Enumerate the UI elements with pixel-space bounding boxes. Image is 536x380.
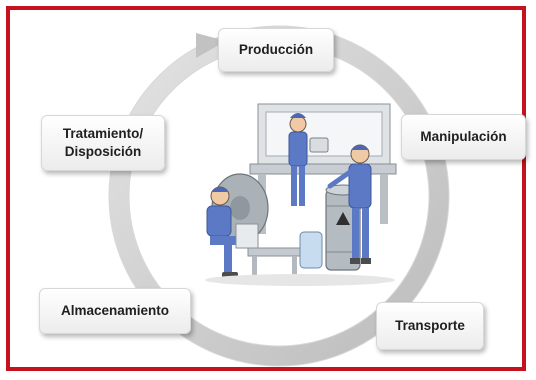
stage-produccion-box: Producción [218, 28, 334, 72]
stage-transporte-label: Transporte [395, 318, 465, 333]
lab-bench [249, 163, 397, 175]
liquid-container [299, 231, 323, 269]
cycle-ring-outer-edge [108, 25, 450, 367]
stage-manipulacion-box: Manipulación [401, 114, 526, 160]
stage-produccion-label: Producción [238, 42, 314, 57]
stage-tratamiento-box: Tratamiento/ Disposición [41, 115, 165, 171]
stage-almacenamiento-box: Almacenamiento [39, 288, 191, 334]
stage-transporte-box: Transporte [376, 302, 484, 350]
lab-workers-illustration-icon [205, 103, 397, 286]
stage-tratamiento-label: Tratamiento/ Disposición [62, 126, 144, 159]
stage-manipulacion-label: Manipulación [420, 129, 507, 144]
stage-almacenamiento-label: Almacenamiento [60, 303, 170, 318]
